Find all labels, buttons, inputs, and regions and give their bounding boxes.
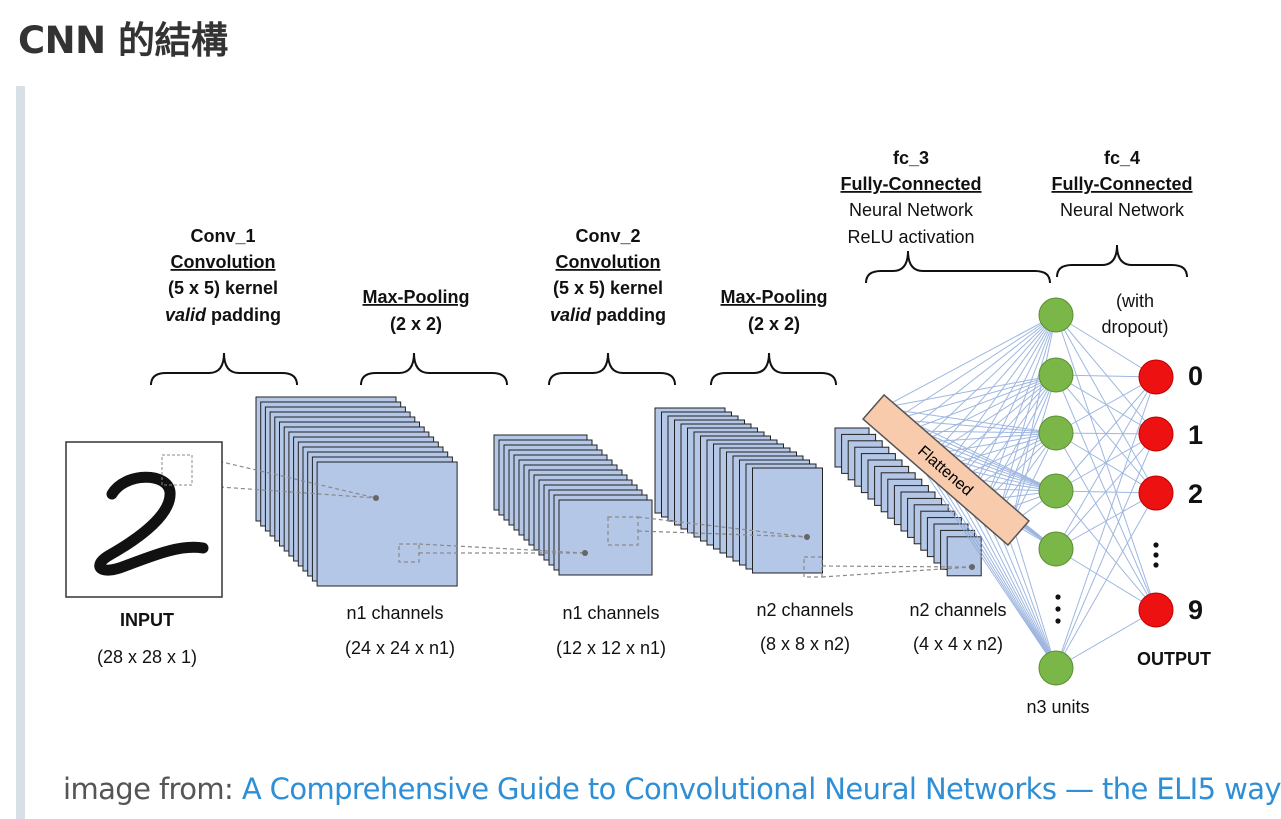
conv2-padding: valid padding (550, 305, 666, 325)
brace-fc3 (865, 250, 1051, 284)
conv2-type: Convolution (556, 252, 661, 272)
page-title: CNN 的結構 (18, 19, 228, 62)
hidden-node (1038, 415, 1074, 451)
conv2-kernel: (5 x 5) kernel (553, 278, 663, 298)
network-nodes (1038, 297, 1174, 686)
output-digit-1: 1 (1188, 420, 1203, 450)
output-node (1138, 475, 1174, 511)
stage2-dims: (12 x 12 x n1) (556, 638, 666, 658)
hidden-node (1038, 473, 1074, 509)
pool2-size: (2 x 2) (748, 314, 800, 334)
braces (150, 244, 1188, 386)
hidden-node (1038, 297, 1074, 333)
hidden-units-label: n3 units (1026, 697, 1089, 717)
cnn-diagram: Flattened Conv_1 Convolution (5 x 5) ker… (65, 148, 1211, 717)
output-digit-9: 9 (1188, 595, 1203, 625)
output-digits: 0 1 2 9 (1188, 361, 1203, 625)
conv1-type: Convolution (171, 252, 276, 272)
conv1-kernel: (5 x 5) kernel (168, 278, 278, 298)
fc4-type: Fully-Connected (1051, 174, 1192, 194)
stage3-channels: n2 channels (756, 600, 853, 620)
hidden-node (1038, 650, 1074, 686)
output-digit-2: 2 (1188, 479, 1203, 509)
input-dims: (28 x 28 x 1) (97, 647, 197, 667)
fc3-line1: Neural Network (849, 200, 974, 220)
hidden-node (1038, 531, 1074, 567)
brace-conv2 (548, 352, 676, 386)
input-label: INPUT (120, 610, 174, 630)
stack-conv2 (654, 407, 823, 574)
stage3-dims: (8 x 8 x n2) (760, 634, 850, 654)
pool1-size: (2 x 2) (390, 314, 442, 334)
stage4-channels: n2 channels (909, 600, 1006, 620)
dropout-line2: dropout) (1101, 317, 1168, 337)
output-label: OUTPUT (1137, 649, 1211, 669)
fc4-line1: Neural Network (1060, 200, 1185, 220)
brace-pool2 (710, 352, 837, 386)
flattened-bar: Flattened (861, 393, 1031, 547)
input-image (65, 441, 223, 598)
hidden-node (1038, 357, 1074, 393)
brace-pool1 (360, 352, 508, 386)
brace-fc4 (1056, 244, 1188, 278)
fc3-type: Fully-Connected (840, 174, 981, 194)
fc3-name: fc_3 (893, 148, 929, 168)
conv1-name: Conv_1 (190, 226, 255, 246)
output-digit-0: 0 (1188, 361, 1203, 391)
conv2-name: Conv_2 (575, 226, 640, 246)
stage4-dims: (4 x 4 x n2) (913, 634, 1003, 654)
stage2-channels: n1 channels (562, 603, 659, 623)
fc4-name: fc_4 (1104, 148, 1140, 168)
stack-pool1 (493, 434, 653, 576)
feature-map-stacks (255, 396, 982, 587)
stack-conv1 (255, 396, 458, 587)
credit-prefix: image from: (63, 772, 242, 806)
stack-pool2 (834, 427, 982, 577)
output-node (1138, 416, 1174, 452)
image-credit: image from: A Comprehensive Guide to Con… (63, 772, 1281, 806)
pool2-name: Max-Pooling (721, 287, 828, 307)
handwritten-digit-2 (94, 471, 209, 576)
fc3-line2: ReLU activation (847, 227, 974, 247)
conv1-padding: valid padding (165, 305, 281, 325)
output-node (1138, 359, 1174, 395)
ellipsis-dots (1055, 542, 1159, 624)
output-node (1138, 592, 1174, 628)
pool1-name: Max-Pooling (363, 287, 470, 307)
stage1-dims: (24 x 24 x n1) (345, 638, 455, 658)
brace-conv1 (150, 352, 298, 386)
stage1-channels: n1 channels (346, 603, 443, 623)
blockquote-bar (16, 86, 25, 819)
source-article-link[interactable]: A Comprehensive Guide to Convolutional N… (241, 772, 1281, 806)
dropout-line1: (with (1116, 291, 1154, 311)
